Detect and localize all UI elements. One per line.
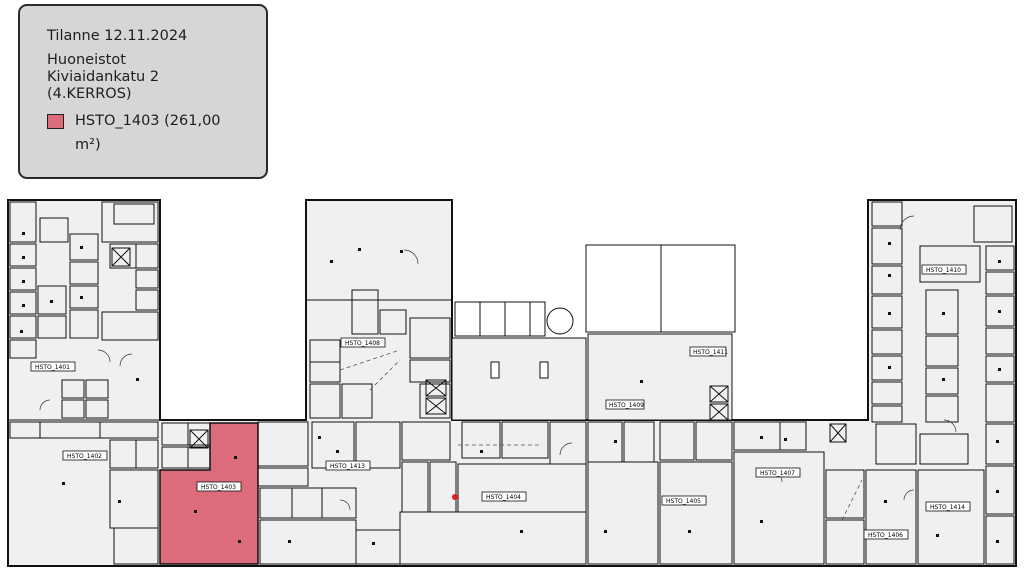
legend-title-line1: Huoneistot: [47, 52, 126, 68]
label-hsto-1405: HSTO_1405: [666, 498, 701, 505]
legend-item-text-line2: m²): [75, 137, 101, 153]
label-hsto-1401: HSTO_1401: [35, 364, 70, 371]
legend-item-text-line1: HSTO_1403 (261,00: [75, 113, 221, 129]
label-hsto-1411: HSTO_1411: [693, 349, 728, 356]
label-hsto-1403: HSTO_1403: [201, 484, 236, 491]
label-hsto-1406: HSTO_1406: [868, 532, 903, 539]
label-hsto-1402: HSTO_1402: [67, 453, 102, 460]
legend-item-label: HSTO_1403 (261,00 m²): [75, 109, 221, 157]
label-hsto-1414: HSTO_1414: [930, 504, 965, 511]
door-arcs: [39, 215, 957, 511]
room-labels: [30, 264, 971, 540]
legend-item[interactable]: HSTO_1403 (261,00 m²): [47, 112, 256, 157]
label-hsto-1413: HSTO_1413: [330, 463, 365, 470]
legend-title-line3: (4.KERROS): [47, 86, 132, 102]
label-hsto-1407: HSTO_1407: [760, 470, 795, 477]
room-walls: [8, 201, 1015, 565]
location-marker: [452, 494, 458, 500]
label-hsto-1404: HSTO_1404: [486, 494, 521, 501]
fixtures: [20, 232, 1001, 545]
label-hsto-1409: HSTO_1409: [609, 402, 644, 409]
label-hsto-1408: HSTO_1408: [345, 340, 380, 347]
legend-title-line2: Kiviaidankatu 2: [47, 69, 160, 85]
room-label-texts: HSTO_1401 HSTO_1402 HSTO_1403 HSTO_1404 …: [35, 267, 965, 539]
legend-swatch: [47, 114, 64, 129]
stairs-and-lifts: [111, 203, 1013, 449]
label-hsto-1410: HSTO_1410: [926, 267, 961, 274]
corridor-lines: [339, 349, 863, 521]
status-date: Tilanne 12.11.2024: [47, 28, 188, 44]
legend-panel: Tilanne 12.11.2024 Huoneistot Kiviaidank…: [18, 4, 268, 179]
courtyard-structures: [451, 244, 736, 421]
